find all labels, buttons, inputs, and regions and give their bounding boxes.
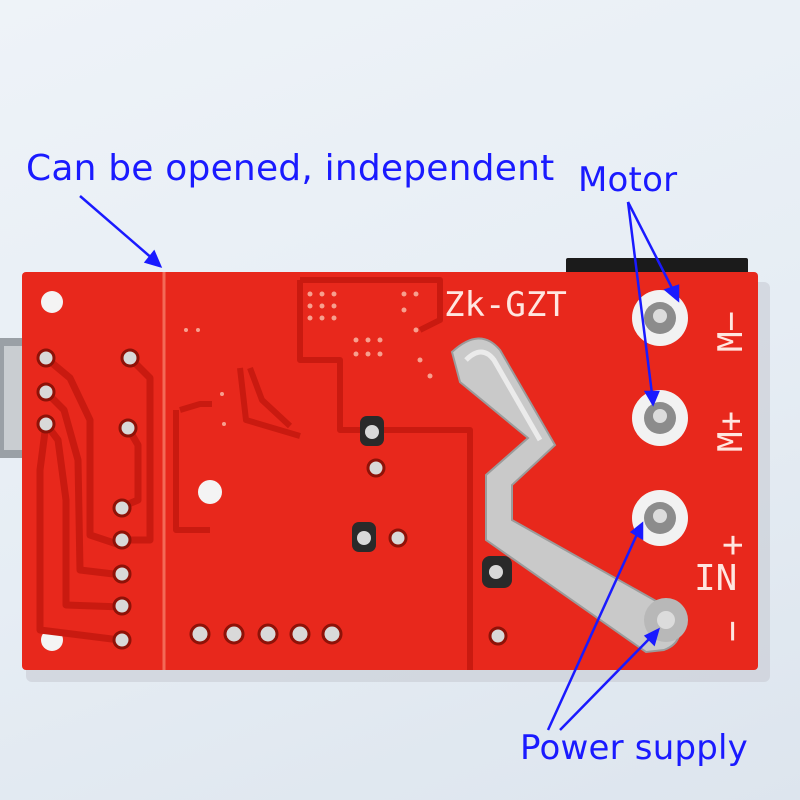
annotation-power-supply: Power supply xyxy=(520,728,748,768)
mount-hole xyxy=(198,480,222,504)
silk-m-plus: M+ xyxy=(711,411,751,452)
terminals xyxy=(632,290,688,642)
arrow-head xyxy=(643,627,660,647)
traces-main xyxy=(173,277,473,670)
annotation-split-note: Can be opened, independent xyxy=(26,148,555,189)
side-connector-face xyxy=(4,346,24,450)
arrow-head xyxy=(143,249,163,268)
annotation-motor: Motor xyxy=(578,160,678,200)
silk-in-minus: − xyxy=(712,620,753,642)
arrow-power-2 xyxy=(559,635,653,731)
board-model: Zk-GZT xyxy=(444,285,567,325)
arrow-head xyxy=(629,521,644,541)
arrow-motor-2 xyxy=(626,201,654,395)
mount-hole xyxy=(41,291,63,313)
arrow-head xyxy=(663,284,680,303)
arrow-power-1 xyxy=(546,531,640,731)
silk-m-minus: M− xyxy=(711,311,751,352)
silk-in-plus: + xyxy=(712,534,753,556)
annotation-arrows xyxy=(79,195,680,731)
strap-highlight xyxy=(464,349,543,442)
solder-joints xyxy=(36,348,512,650)
via-dots xyxy=(184,291,433,426)
silk-in: IN xyxy=(694,558,737,599)
traces-left xyxy=(36,355,154,644)
arrow-split xyxy=(79,195,155,261)
arrow-head xyxy=(643,390,660,407)
arrow-motor-1 xyxy=(626,201,676,293)
